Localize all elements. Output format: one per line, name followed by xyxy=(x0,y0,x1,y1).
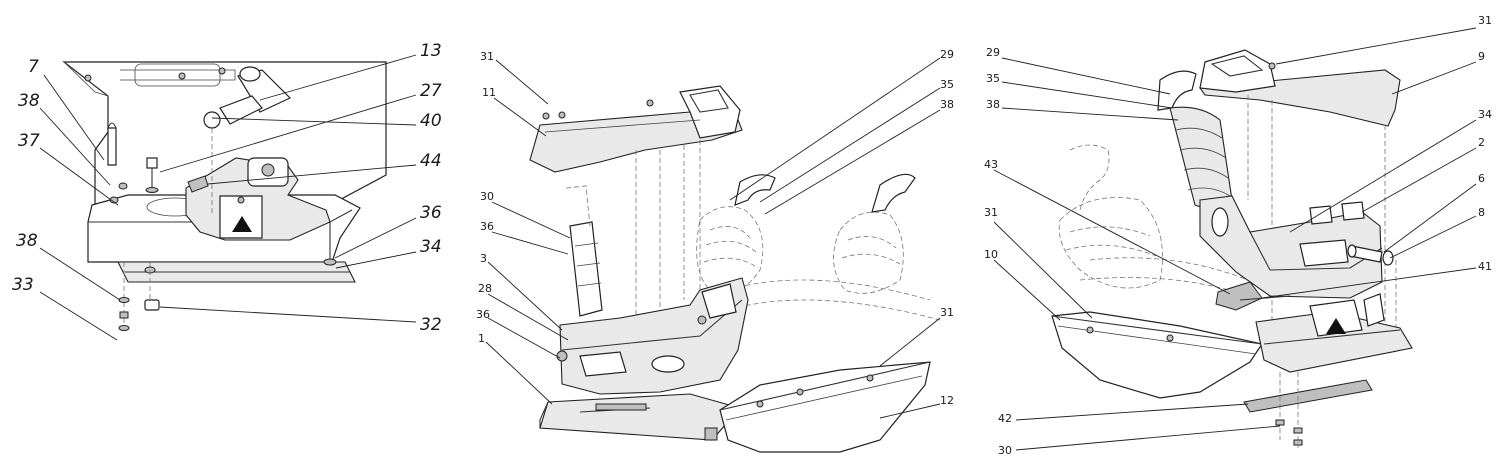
callout-10: 10 xyxy=(984,248,998,261)
callout-9: 9 xyxy=(1478,50,1485,63)
callout-38: 38 xyxy=(986,98,1000,111)
side-cover-12 xyxy=(719,361,931,453)
callout-31: 31 xyxy=(984,206,998,219)
callout-42: 42 xyxy=(998,412,1012,425)
bolt-27 xyxy=(145,157,159,193)
callout-27: 27 xyxy=(420,81,442,101)
linkage-41 xyxy=(1215,281,1263,311)
callout-11: 11 xyxy=(482,86,496,99)
callout-38: 38 xyxy=(18,91,40,111)
callout-34: 34 xyxy=(1478,108,1492,121)
callout-1: 1 xyxy=(478,332,485,345)
callout-33: 33 xyxy=(12,275,34,295)
left-view: 7 38 37 38 33 13 27 40 44 36 34 32 xyxy=(12,41,442,341)
callout-6: 6 xyxy=(1478,172,1485,185)
washer-38 xyxy=(118,297,130,303)
right-view: 29 35 38 43 31 10 31 9 34 2 6 8 41 42 30 xyxy=(984,14,1492,457)
callout-40: 40 xyxy=(420,111,442,131)
callout-32: 32 xyxy=(420,315,442,335)
callout-43: 43 xyxy=(984,158,998,171)
callout-30: 30 xyxy=(998,444,1012,457)
sensor-44 xyxy=(187,175,209,193)
nut-32 xyxy=(144,299,160,311)
callout-36: 36 xyxy=(420,203,442,223)
callout-38: 38 xyxy=(940,98,954,111)
side-cover-10 xyxy=(1051,311,1263,399)
floor-cutout xyxy=(134,63,221,87)
middle-view: 31 11 30 36 3 28 36 1 29 35 38 31 12 xyxy=(476,48,954,453)
guide-rail-42 xyxy=(1243,379,1373,413)
callout-28: 28 xyxy=(478,282,492,295)
pin-6 xyxy=(1347,244,1394,266)
callout-30: 30 xyxy=(480,190,494,203)
u-bolt xyxy=(107,127,117,166)
callout-29: 29 xyxy=(940,48,954,61)
callout-3: 3 xyxy=(480,252,487,265)
callout-38: 38 xyxy=(16,231,38,251)
callout-13: 13 xyxy=(420,41,442,61)
callout-8: 8 xyxy=(1478,206,1485,219)
callout-44: 44 xyxy=(420,151,442,171)
callout-7: 7 xyxy=(28,57,39,77)
callout-35: 35 xyxy=(986,72,1000,85)
lever-column xyxy=(569,221,603,317)
washer-33 xyxy=(118,325,130,331)
callout-37: 37 xyxy=(18,131,40,151)
callout-35: 35 xyxy=(940,78,954,91)
callout-34: 34 xyxy=(420,237,442,257)
callout-31: 31 xyxy=(480,50,494,63)
callout-2: 2 xyxy=(1478,136,1485,149)
callout-31: 31 xyxy=(940,306,954,319)
callout-29: 29 xyxy=(986,46,1000,59)
callout-31: 31 xyxy=(1478,14,1492,27)
callout-36: 36 xyxy=(480,220,494,233)
callout-36: 36 xyxy=(476,308,490,321)
callout-12: 12 xyxy=(940,394,954,407)
gear-lever-assembly xyxy=(1058,70,1261,301)
callout-41: 41 xyxy=(1478,260,1492,273)
